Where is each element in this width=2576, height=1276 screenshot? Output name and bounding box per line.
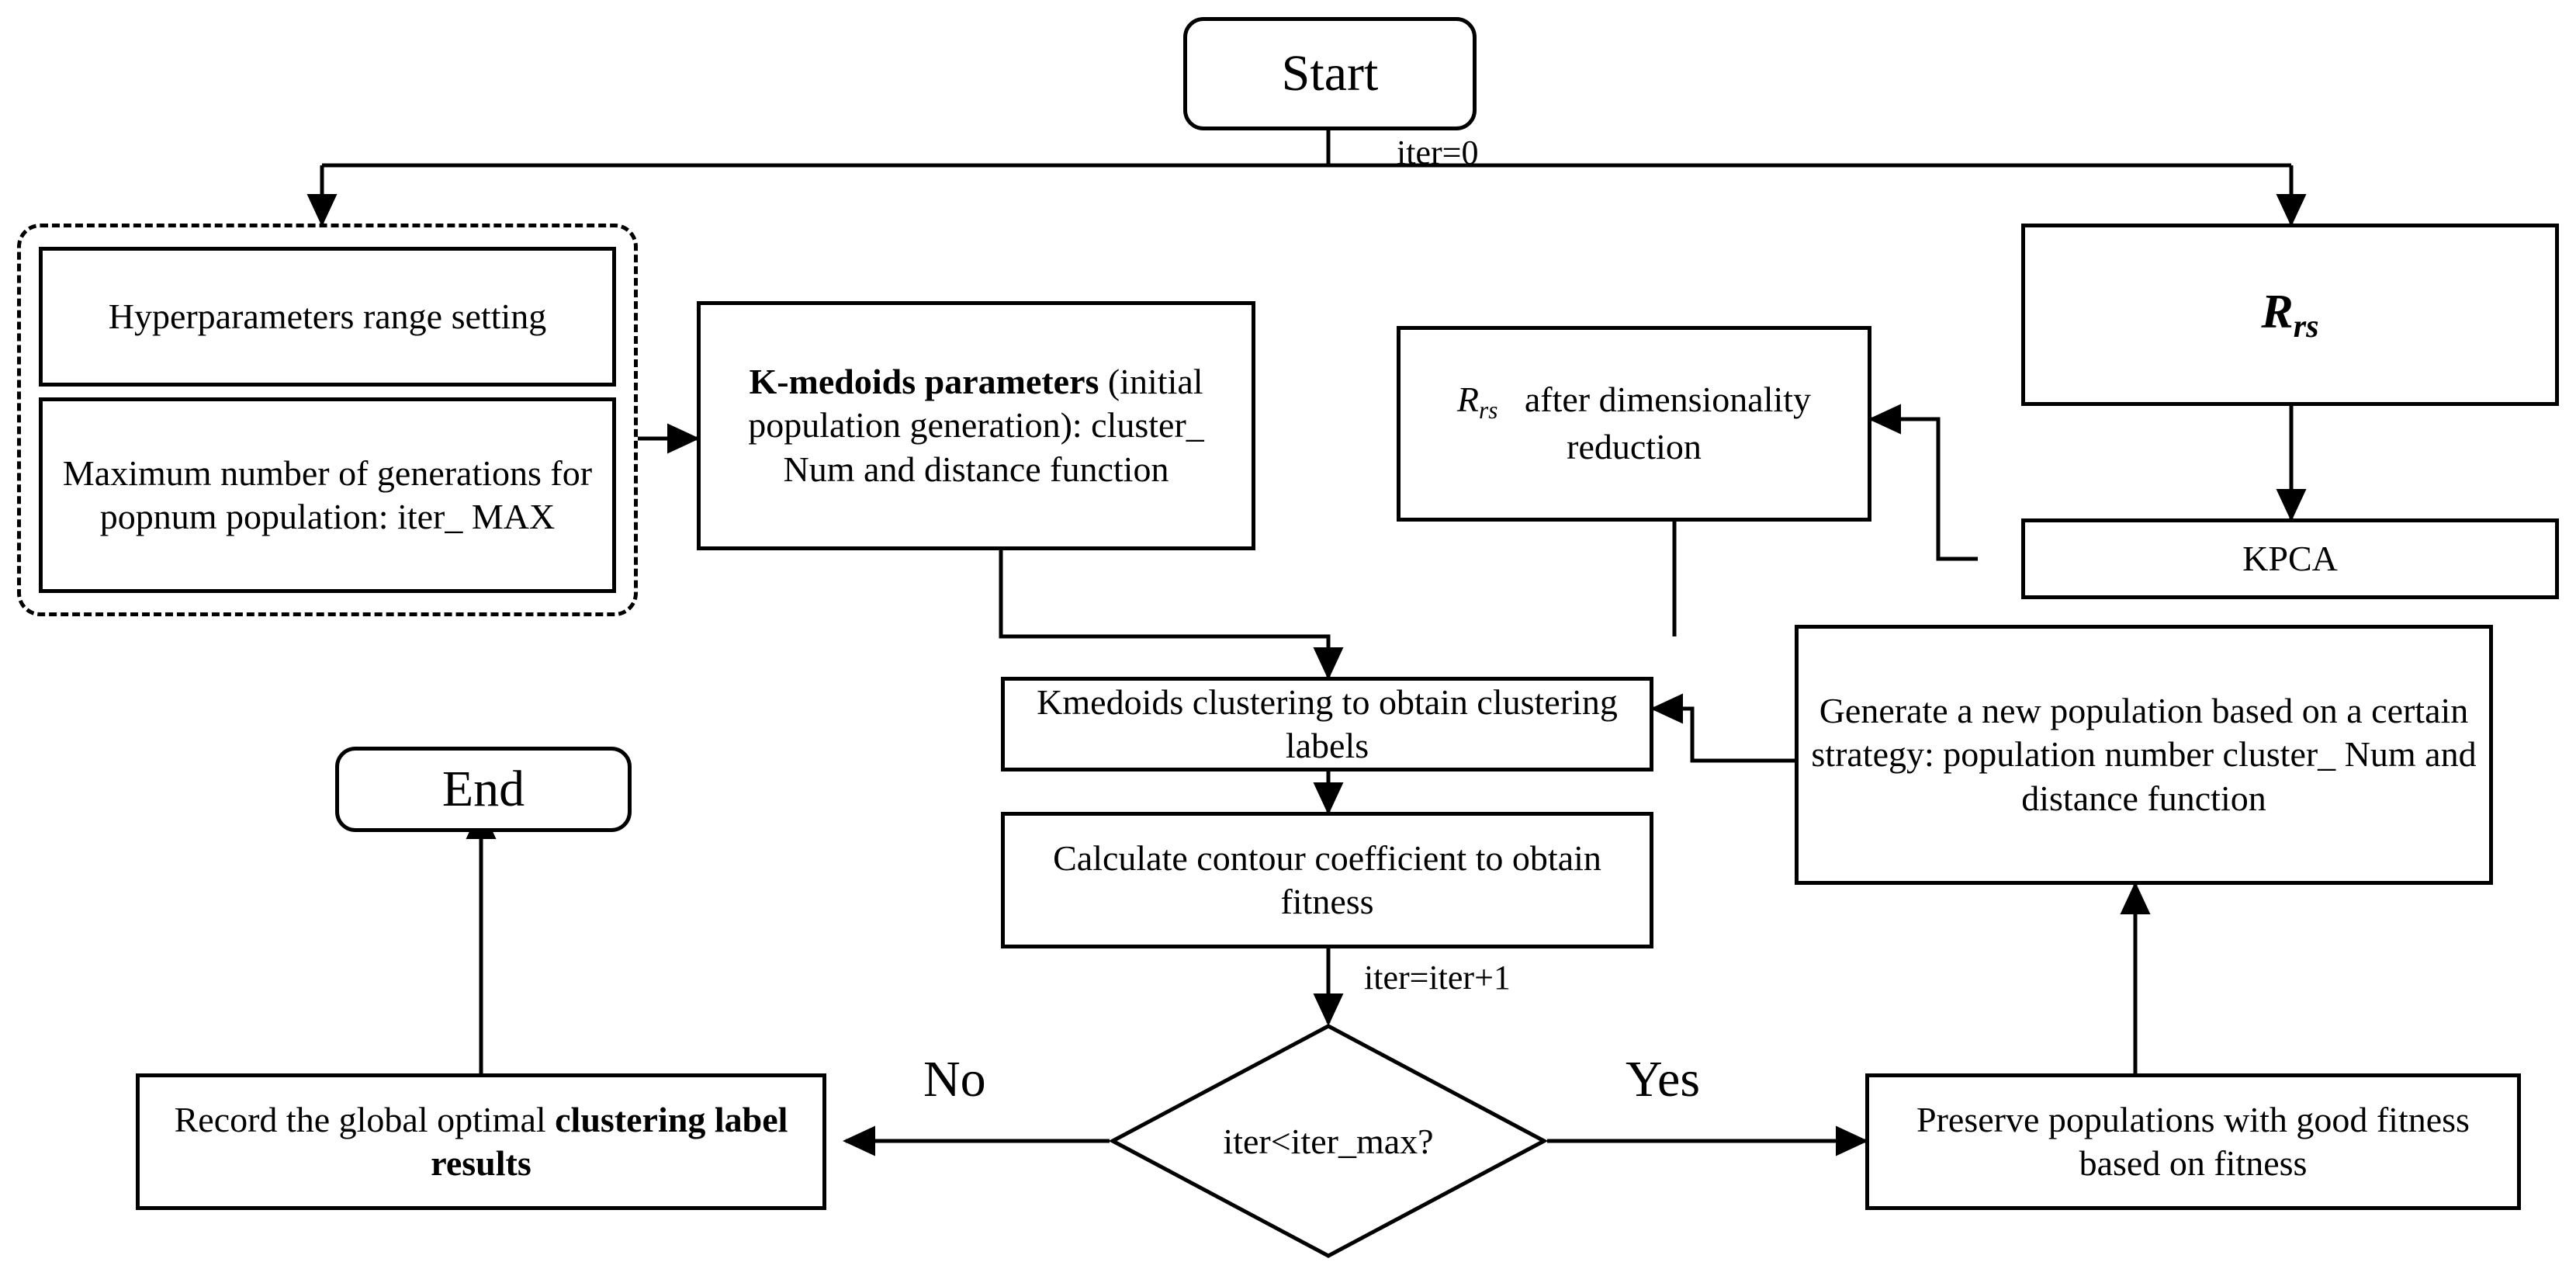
node-max-generations-label: Maximum number of generations for popnum… <box>62 452 593 536</box>
node-end[interactable]: End <box>335 747 632 832</box>
node-rrs-after-reduction-symbol: Rrs <box>1456 380 1498 425</box>
node-generate-population-label: Generate a new population based on a cer… <box>1811 691 2477 818</box>
node-kmedoids-parameters[interactable]: K-medoids parameters (initial population… <box>697 301 1255 550</box>
node-record-optimal-line1: Record the global optimal <box>174 1099 546 1139</box>
node-decision[interactable]: iter<iter_max? <box>1110 1023 1547 1259</box>
node-start[interactable]: Start <box>1183 17 1477 130</box>
node-rrs-after-reduction-after: after <box>1524 380 1591 420</box>
node-start-label: Start <box>1281 44 1379 102</box>
node-record-optimal[interactable]: Record the global optimal clustering lab… <box>136 1073 826 1210</box>
node-kmedoids-clustering[interactable]: Kmedoids clustering to obtain clustering… <box>1001 677 1653 771</box>
node-rrs-source-symbol: Rrs <box>2261 285 2319 345</box>
edge-label-branch-yes: Yes <box>1626 1051 1701 1108</box>
wire-kpca-to-rrs-reduced <box>1868 404 1978 561</box>
node-kpca[interactable]: KPCA <box>2021 518 2559 599</box>
node-preserve-population-label: Preserve populations with good fitness b… <box>1916 1099 2470 1183</box>
node-contour-fitness-label: Calculate contour coefficient to obtain … <box>1053 837 1601 921</box>
wire-generate-to-clustering <box>1650 693 1795 763</box>
node-preserve-population[interactable]: Preserve populations with good fitness b… <box>1865 1073 2521 1210</box>
node-rrs-source[interactable]: Rrs <box>2021 224 2559 406</box>
node-kpca-label: KPCA <box>2242 538 2338 578</box>
node-decision-label: iter<iter_max? <box>1223 1121 1434 1161</box>
edge-label-branch-no: No <box>923 1051 986 1108</box>
node-kmedoids-parameters-title: K-medoids parameters <box>749 362 1099 402</box>
hyperparameter-settings-group <box>17 224 638 616</box>
node-rrs-after-reduction[interactable]: Rrs after dimensionality reduction <box>1397 326 1871 522</box>
node-hyperparameters-range[interactable]: Hyperparameters range setting <box>39 247 616 387</box>
node-record-optimal-line2: clustering label results <box>431 1099 788 1183</box>
wire-params-to-clustering <box>999 550 1344 681</box>
node-kmedoids-clustering-label: Kmedoids clustering to obtain clustering… <box>1037 681 1618 765</box>
edge-label-iter-init: iter=0 <box>1397 133 1479 172</box>
node-hyperparameters-range-label: Hyperparameters range setting <box>108 296 547 336</box>
node-generate-population[interactable]: Generate a new population based on a cer… <box>1795 625 2493 885</box>
edge-label-iter-increment: iter=iter+1 <box>1364 959 1511 997</box>
node-rrs-after-reduction-line2: dimensionality reduction <box>1567 380 1812 467</box>
node-kmedoids-parameters-detail: (initial population generation): cluster… <box>748 362 1204 489</box>
node-contour-fitness[interactable]: Calculate contour coefficient to obtain … <box>1001 812 1653 948</box>
decision-diamond-shape <box>1110 1024 1547 1258</box>
node-end-label: End <box>441 760 525 817</box>
node-max-generations[interactable]: Maximum number of generations for popnum… <box>39 397 616 593</box>
